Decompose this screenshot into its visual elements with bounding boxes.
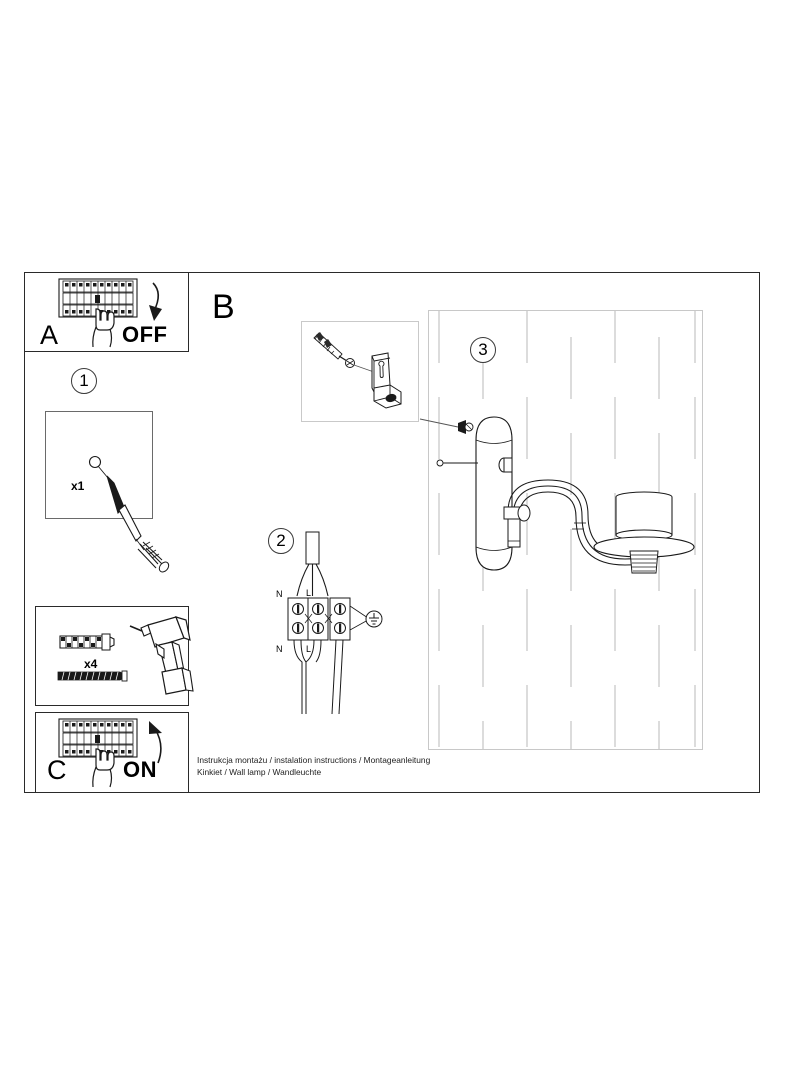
screw-icon: [338, 355, 355, 368]
wall-plug-icon: [313, 332, 343, 360]
screwdriver-icon: [88, 455, 170, 573]
hand-pointing-icon: [92, 748, 115, 788]
terminal-label-n-top: N: [276, 589, 283, 599]
hand-pointing-icon: [92, 308, 115, 348]
panel-a-letter: A: [40, 320, 59, 350]
candle-holder-icon: [593, 491, 695, 574]
terminal-screws: [292, 603, 346, 634]
backplate-mount-pin-icon: [436, 459, 478, 467]
power-drill-icon: [129, 616, 194, 695]
arm-detail-marks: [572, 522, 586, 530]
drill-and-plugs-illustration: [57, 616, 194, 695]
caption-line-1: Instrukcja montażu / instalation instruc…: [197, 755, 431, 765]
panel-c-letter: C: [47, 755, 67, 785]
mounting-bracket-icon: [371, 352, 402, 409]
panel-b-letter: B: [212, 288, 235, 326]
caption-line-2: Kinkiet / Wall lamp / Wandleuchte: [197, 767, 322, 778]
backplate-knob-top-icon: [498, 457, 513, 473]
lamp-collar-icon: [503, 504, 531, 548]
step-2-marker: 2: [268, 528, 294, 554]
outgoing-wires-icon: [293, 639, 344, 715]
wiring-terminal-illustration: N L N L: [276, 531, 383, 715]
step-3-marker: 3: [470, 337, 496, 363]
screw-icon: [57, 670, 128, 682]
wall-plug-icon: [59, 633, 115, 651]
lamp-backplate-icon: [436, 416, 513, 571]
fuse-box-off-illustration: [58, 278, 162, 348]
conductor-wires-icon: [296, 563, 329, 597]
fuse-box-on-illustration: [58, 718, 162, 788]
screwdriver-illustration: [88, 455, 170, 573]
wall-lamp-assembly-illustration: [419, 416, 695, 574]
terminal-label-l-bottom: L: [306, 644, 311, 654]
step-1-marker: 1: [71, 368, 97, 394]
terminal-label-l-top: L: [306, 588, 311, 598]
bracket-illustration: [313, 332, 402, 409]
earth-ground-icon: [349, 605, 383, 631]
terminal-label-n-bottom: N: [276, 644, 283, 654]
arrow-up-curved-icon: [149, 721, 162, 764]
panel-c-action-label: ON: [123, 757, 157, 782]
leader-line-to-bracket: [419, 418, 459, 428]
terminal-block-icon: [287, 597, 351, 641]
cable-sheath-icon: [305, 531, 320, 565]
caption-block: Instrukcja montażu / instalation instruc…: [197, 754, 517, 778]
fixing-screw-icon: [458, 420, 474, 434]
screwdriver-quantity: x1: [71, 479, 85, 493]
panel-a-action-label: OFF: [122, 322, 168, 347]
arrow-down-curved-icon: [149, 282, 162, 321]
wall-plug-quantity: x4: [84, 657, 98, 671]
